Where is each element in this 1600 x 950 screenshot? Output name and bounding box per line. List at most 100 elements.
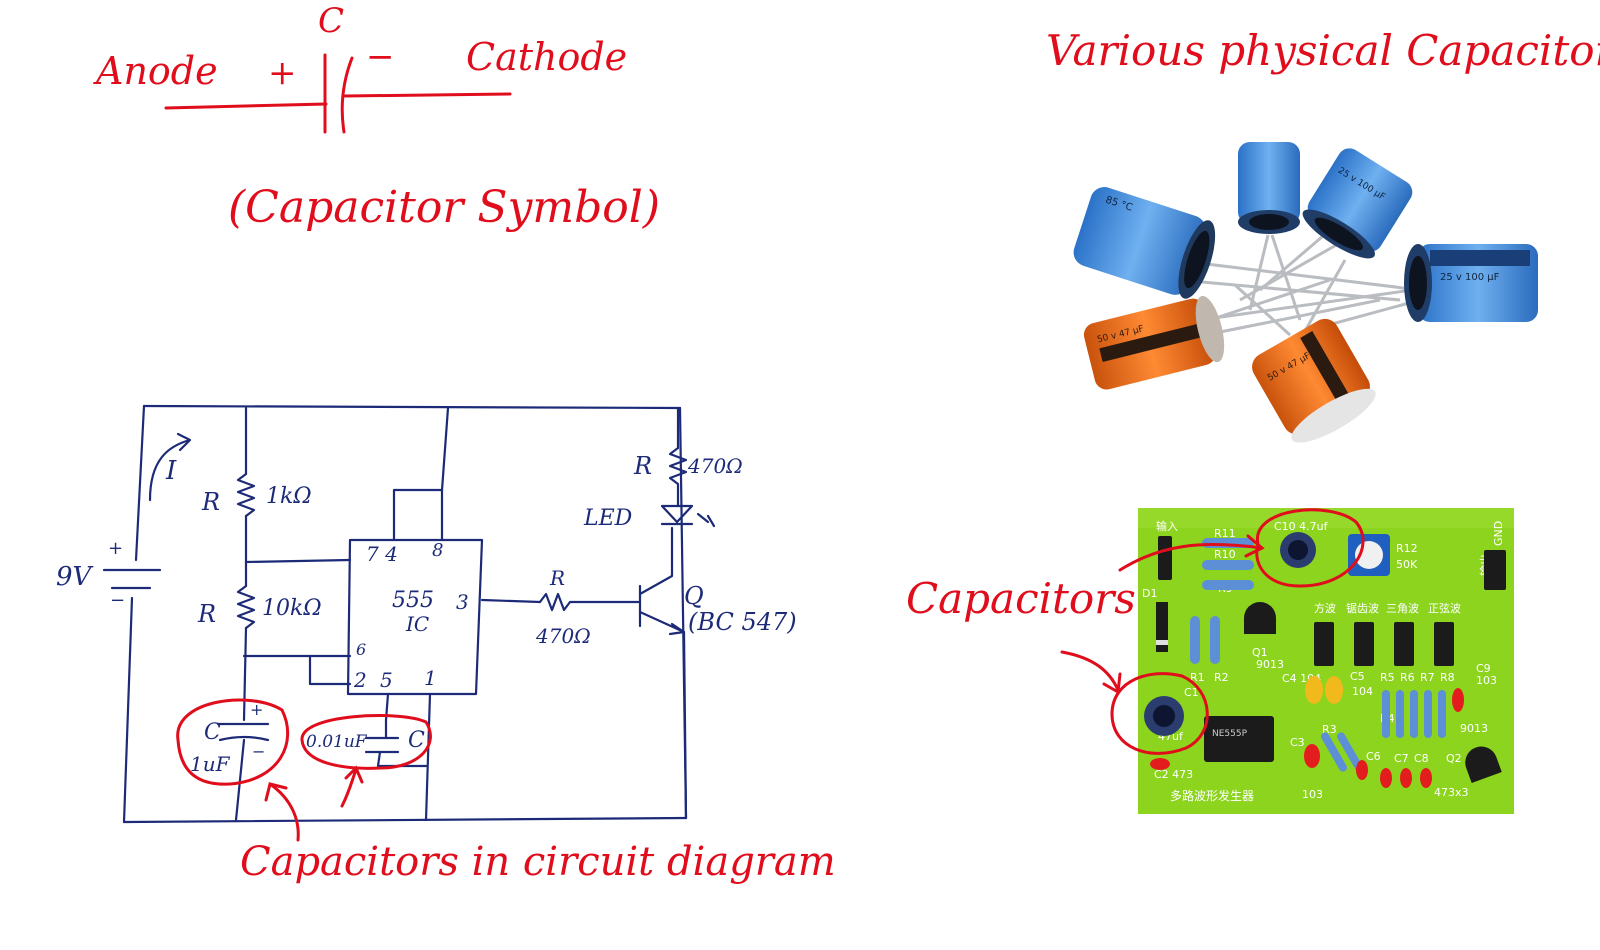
ic-pin3: 3 bbox=[456, 590, 469, 614]
symbol-minus: − bbox=[366, 37, 395, 77]
battery-label: 9V bbox=[56, 562, 92, 592]
led-symbol bbox=[660, 504, 694, 526]
symbol-letter: C bbox=[318, 1, 345, 41]
caption-arrow-left bbox=[264, 782, 300, 842]
ic-name: 555 bbox=[392, 588, 434, 613]
blue-capacitor-top-right: 25 v 100 μF bbox=[1302, 148, 1413, 259]
pcb-r6-label: R6 bbox=[1400, 671, 1415, 684]
blue-tr-label: 25 v 100 μF bbox=[1336, 166, 1387, 203]
pcb-q2-label: Q2 bbox=[1446, 752, 1462, 765]
cap2-name: C bbox=[408, 728, 425, 753]
cap2-value: 0.01uF bbox=[306, 732, 367, 752]
cap1-minus: − bbox=[252, 742, 266, 761]
r-base-value: 470Ω bbox=[536, 624, 591, 648]
wire-top-to-8 bbox=[440, 406, 450, 492]
pcb-input-label: 输入 bbox=[1156, 519, 1178, 533]
pcb-r10-label: R10 bbox=[1214, 548, 1236, 561]
r-base-label: R bbox=[550, 566, 566, 590]
wire-pin5 bbox=[384, 692, 390, 722]
pcb-ic-label: NE555P bbox=[1212, 729, 1248, 739]
wire-left-upper bbox=[134, 404, 146, 562]
orange-capacitor-left: 50 v 47 μF bbox=[1083, 295, 1225, 390]
pcb-c2-label: C2 473 bbox=[1154, 768, 1193, 781]
wire-pin3 bbox=[480, 598, 542, 604]
transistor-emitter bbox=[638, 610, 686, 636]
ic-pin5: 5 bbox=[380, 668, 393, 692]
pcb-callout: Capacitors bbox=[906, 574, 1136, 623]
battery-minus: − bbox=[110, 590, 126, 611]
pcb-d1-label: D1 bbox=[1142, 587, 1157, 600]
pcb-r1-label: R1 bbox=[1190, 671, 1205, 684]
pcb-r7-label: R7 bbox=[1420, 671, 1435, 684]
photos-title: Various physical Capacitors bbox=[1046, 26, 1600, 75]
pcb-board-name: 多路波形发生器 bbox=[1170, 788, 1254, 803]
resistor-10k bbox=[236, 584, 256, 630]
wire-top bbox=[142, 404, 682, 410]
wire-cap1-gnd bbox=[234, 738, 246, 822]
pcb-r9-label: R9 bbox=[1218, 582, 1233, 595]
symbol-plate-curved bbox=[340, 56, 354, 134]
r-mid-value: 10kΩ bbox=[262, 596, 322, 621]
pcb-q1-val: 9013 bbox=[1256, 658, 1284, 671]
symbol-plus: + bbox=[268, 53, 297, 93]
pcb-out-label: 输出 bbox=[1478, 554, 1492, 576]
current-label: I bbox=[166, 456, 177, 486]
c1-highlight-ellipse bbox=[1110, 672, 1209, 755]
pcb-c1-val: 47uf bbox=[1158, 730, 1184, 743]
pcb-sawtooth-label: 锯齿波 bbox=[1346, 601, 1379, 615]
blue-capacitor-top bbox=[1238, 142, 1300, 234]
pcb-c8-label: C8 bbox=[1414, 752, 1429, 765]
pcb-c7-label: C7 bbox=[1394, 752, 1409, 765]
resistor-led bbox=[668, 446, 688, 508]
wire-right bbox=[678, 406, 688, 820]
r-top-label: R bbox=[202, 488, 221, 516]
wire-pin7 bbox=[244, 558, 352, 564]
wire-left-lower bbox=[122, 596, 134, 824]
pcb-c4-label: C4 104 bbox=[1282, 672, 1321, 685]
ic-pin74: 7 4 bbox=[366, 542, 398, 566]
pcb-board bbox=[1138, 508, 1514, 814]
pcb-r3-label: R3 bbox=[1322, 723, 1337, 736]
orange-left-label: 50 v 47 μF bbox=[1096, 324, 1145, 345]
pcb-gnd-label: GND bbox=[1492, 521, 1505, 546]
r-led-label: R bbox=[634, 452, 653, 480]
pcb-c10-label: C10 4.7uf bbox=[1274, 520, 1329, 533]
c10-highlight-ellipse bbox=[1255, 508, 1365, 588]
wire-pin1 bbox=[424, 692, 432, 822]
pcb-bottom-vals: 473x3 bbox=[1434, 786, 1469, 799]
resistor-1k bbox=[236, 472, 256, 518]
orange-capacitor-bottom: 50 v 47 μF bbox=[1252, 318, 1376, 443]
pcb-q1-label: Q1 bbox=[1252, 646, 1268, 659]
cap2-plates bbox=[364, 736, 400, 754]
pcb-r5-label: R5 bbox=[1380, 671, 1395, 684]
led-label: LED bbox=[584, 506, 633, 531]
transistor-label: Q bbox=[684, 582, 704, 610]
wire-pin4-8 bbox=[392, 488, 444, 542]
pcb-r12-val: 50K bbox=[1396, 558, 1418, 571]
pcb-square-label: 方波 bbox=[1314, 601, 1336, 615]
wire-pin2-loop bbox=[308, 654, 352, 686]
pcb-c3-label: C3 bbox=[1290, 736, 1305, 749]
blue-capacitor-left: 85 °C bbox=[1073, 187, 1216, 299]
cap1-name: C bbox=[204, 720, 221, 745]
ic-pin8: 8 bbox=[432, 540, 444, 561]
battery-plus: + bbox=[108, 538, 124, 559]
anode-label: Anode bbox=[96, 49, 218, 93]
circuit-caption: Capacitors in circuit diagram bbox=[240, 839, 836, 885]
pcb-q2-val: 9013 bbox=[1460, 722, 1488, 735]
pcb-c3-val: 103 bbox=[1302, 788, 1323, 801]
transistor-collector bbox=[638, 526, 674, 596]
pcb-c9-val: 103 bbox=[1476, 674, 1497, 687]
wire-emitter-gnd bbox=[682, 630, 688, 820]
cap1-value: 1uF bbox=[190, 752, 230, 776]
cap1-plate-curved bbox=[218, 735, 270, 742]
transistor-part: (BC 547) bbox=[688, 608, 797, 636]
pcb-c5-label: C5 bbox=[1350, 670, 1365, 683]
led-arrows bbox=[696, 512, 716, 528]
r-mid-label: R bbox=[198, 600, 217, 628]
